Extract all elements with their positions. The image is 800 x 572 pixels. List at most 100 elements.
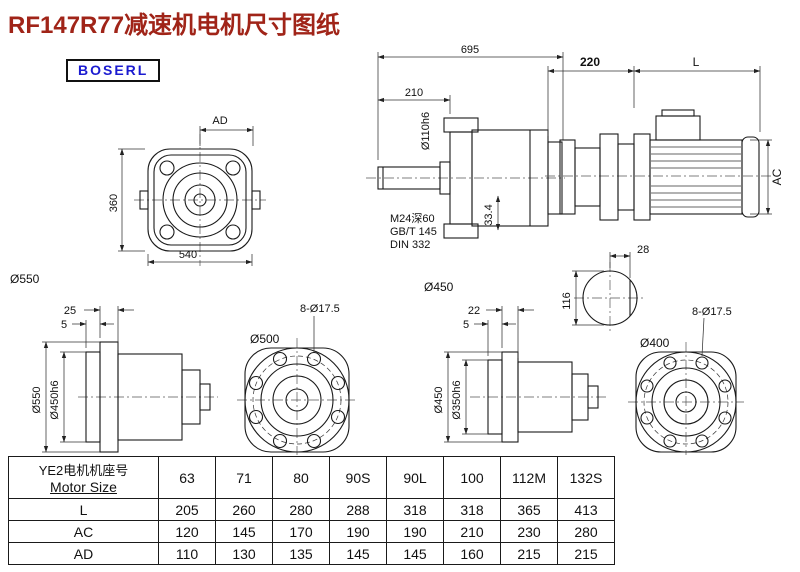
bolt-hole xyxy=(225,224,241,240)
dim-116: 116 xyxy=(561,292,573,310)
bolt-circle xyxy=(252,355,342,445)
motor-body xyxy=(649,139,743,215)
bore-circle xyxy=(172,172,228,228)
bolt-hole xyxy=(663,356,677,370)
table-cell: 120 xyxy=(158,520,216,543)
bolt-hole xyxy=(248,409,264,425)
size-column-header: 80 xyxy=(272,456,330,499)
flange-outline xyxy=(147,148,253,252)
mount-lug xyxy=(251,190,261,210)
table-header-row: YE2电机机座号 Motor Size 63 71 80 90S 90L 100… xyxy=(8,456,615,499)
bolt-hole xyxy=(640,411,654,425)
table-cell: 205 xyxy=(158,498,216,521)
table-cell: 230 xyxy=(500,520,558,543)
bolt-hole xyxy=(640,379,654,393)
table-cell: 318 xyxy=(443,498,501,521)
bolt-hole xyxy=(330,375,346,391)
bore-circle xyxy=(663,379,709,425)
note-gbt: GB/T 145 xyxy=(390,226,437,238)
bore-circle xyxy=(162,162,238,238)
table-header-cn: YE2电机机座号 xyxy=(38,463,129,478)
adapter-body xyxy=(574,147,601,207)
dim-33-4: 33.4 xyxy=(483,204,495,225)
bolt-hole xyxy=(272,433,288,449)
view-flange-a-side: Ø550 Ø450h6 25 5 xyxy=(31,305,218,453)
bolt-circle xyxy=(643,359,729,445)
table-cell: 318 xyxy=(386,498,444,521)
table-cell: 170 xyxy=(272,520,330,543)
dim-bolt-holes: 8-Ø17.5 xyxy=(692,306,732,318)
bore-circle xyxy=(285,388,309,412)
size-column-header: 90L xyxy=(386,456,444,499)
view-gearbox-front: AD 360 540 Ø550 xyxy=(10,115,266,286)
dim-210: 210 xyxy=(405,87,423,99)
view-flange-a-front: Ø500 8-Ø17.5 xyxy=(237,303,357,455)
motor-size-table: YE2电机机座号 Motor Size 63 71 80 90S 90L 100… xyxy=(8,456,615,565)
view-motor-side: 220 L AC xyxy=(545,55,784,221)
flange-inner-outline xyxy=(153,154,247,246)
table-cell: 190 xyxy=(386,520,444,543)
table-header-en: Motor Size xyxy=(50,479,117,495)
flange-circle xyxy=(244,347,350,453)
size-column-header: 90S xyxy=(329,456,387,499)
adapter-body xyxy=(617,143,635,211)
dim-d400: Ø400 xyxy=(640,336,670,350)
bore-circle xyxy=(675,391,697,413)
table-cell: 215 xyxy=(557,542,615,565)
terminal-box xyxy=(655,115,701,141)
table-cell: 145 xyxy=(329,542,387,565)
bolt-hole xyxy=(330,409,346,425)
view-gearbox-side: 695 210 Ø110h6 M24深60 GB/T 145 DIN 332 3… xyxy=(366,44,565,294)
table-cell: 110 xyxy=(158,542,216,565)
table-cell: 413 xyxy=(557,498,615,521)
table-cell: 130 xyxy=(215,542,273,565)
table-row-ac: AC 120 145 170 190 190 210 230 280 xyxy=(8,520,615,543)
dim-d350h6: Ø350h6 xyxy=(451,380,463,419)
bolt-hole xyxy=(663,434,677,448)
table-row-l: L 205 260 280 288 318 318 365 413 xyxy=(8,498,615,521)
note-thread: M24深60 xyxy=(390,212,435,225)
bore-circle xyxy=(193,193,207,207)
table-cell: 215 xyxy=(500,542,558,565)
dim-d450h6: Ø450h6 xyxy=(49,380,61,419)
flange-circle xyxy=(635,351,737,453)
dim-shaft-diameter: Ø110h6 xyxy=(420,112,432,150)
note-din: DIN 332 xyxy=(390,239,430,251)
dim-l: L xyxy=(693,55,700,69)
dim-d450: Ø450 xyxy=(433,387,445,414)
size-column-header: 63 xyxy=(158,456,216,499)
fan-cowl xyxy=(741,136,760,218)
shaft-hub xyxy=(199,383,211,411)
table-cell: 190 xyxy=(329,520,387,543)
bolt-hole xyxy=(718,411,732,425)
table-cell: 135 xyxy=(272,542,330,565)
bore-circle xyxy=(272,375,322,425)
bolt-hole xyxy=(159,160,175,176)
table-cell: 280 xyxy=(272,498,330,521)
dim-bolt-holes: 8-Ø17.5 xyxy=(300,303,340,315)
row-label: AC xyxy=(8,520,159,543)
bore-circle xyxy=(260,363,334,437)
row-label: L xyxy=(8,498,159,521)
bolt-hole xyxy=(225,160,241,176)
bore-circle xyxy=(651,367,721,437)
dim-22: 22 xyxy=(468,305,480,317)
bolt-hole xyxy=(695,356,709,370)
technical-drawing: AD 360 540 Ø550 xyxy=(10,44,784,455)
dim-d550: Ø550 xyxy=(10,272,40,286)
dim-28: 28 xyxy=(637,244,649,256)
motor-flange xyxy=(633,133,651,221)
bolt-hole xyxy=(306,351,322,367)
shaft-circle xyxy=(582,270,638,326)
shaft-hub xyxy=(587,385,599,409)
dim-25: 25 xyxy=(64,305,76,317)
table-cell: 145 xyxy=(215,520,273,543)
view-shaft-section: 28 116 xyxy=(561,244,649,334)
bolt-hole xyxy=(695,434,709,448)
size-column-header: 112M xyxy=(500,456,558,499)
dim-d450: Ø450 xyxy=(424,280,454,294)
bolt-hole xyxy=(159,224,175,240)
table-row-ad: AD 110 130 135 145 145 160 215 215 xyxy=(8,542,615,565)
adapter-disc xyxy=(599,133,619,221)
